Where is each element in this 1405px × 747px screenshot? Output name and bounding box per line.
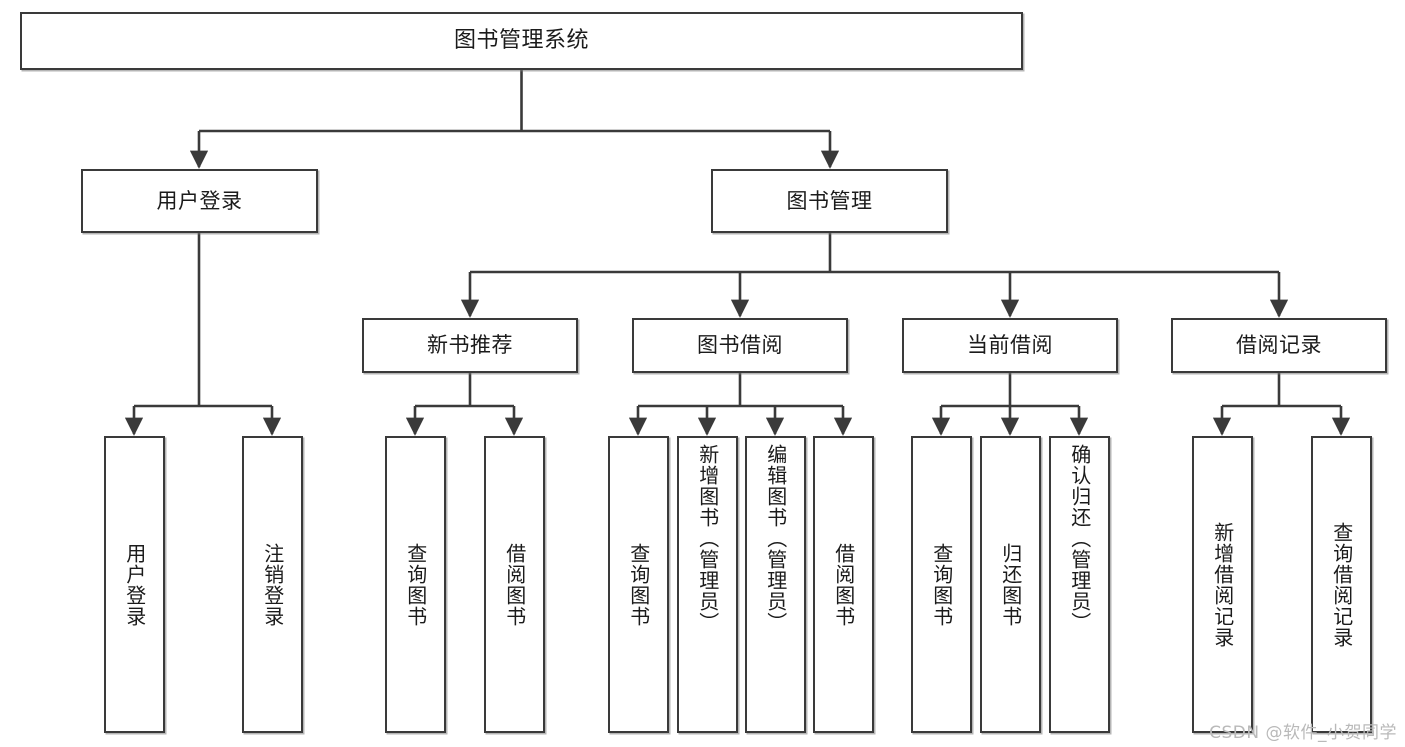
node-root-system[interactable]: 图书管理系统 [20, 12, 1023, 70]
node-new-book-recommend[interactable]: 新书推荐 [362, 318, 578, 373]
node-label: 查询图书 [626, 542, 651, 627]
node-leaf-borrow-book-1[interactable]: 借阅图书 [484, 436, 545, 733]
node-label: 新增借阅记录 [1210, 521, 1235, 648]
node-label: 新增图书（管理员） [695, 444, 720, 633]
node-label: 用户登录 [156, 188, 243, 213]
node-label: 借阅记录 [1236, 333, 1322, 358]
node-label: 注销登录 [260, 542, 285, 627]
node-label: 确认归还（管理员） [1067, 444, 1092, 633]
node-leaf-edit-book[interactable]: 编辑图书（管理员） [745, 436, 806, 733]
node-leaf-query-record[interactable]: 查询借阅记录 [1311, 436, 1372, 733]
node-label: 借阅图书 [831, 542, 856, 627]
node-leaf-confirm-return[interactable]: 确认归还（管理员） [1049, 436, 1110, 733]
csdn-watermark: CSDN @软件_小贺同学 [1209, 723, 1397, 743]
node-label: 图书管理 [786, 188, 873, 213]
node-book-manage[interactable]: 图书管理 [711, 169, 948, 233]
node-label: 查询图书 [929, 542, 954, 627]
node-leaf-query-book-2[interactable]: 查询图书 [608, 436, 669, 733]
node-label: 图书借阅 [697, 333, 783, 358]
node-book-borrow[interactable]: 图书借阅 [632, 318, 848, 373]
node-label: 当前借阅 [967, 333, 1053, 358]
node-user-login[interactable]: 用户登录 [81, 169, 318, 233]
node-leaf-query-book-3[interactable]: 查询图书 [911, 436, 972, 733]
node-current-borrow[interactable]: 当前借阅 [902, 318, 1118, 373]
node-label: 查询图书 [403, 542, 428, 627]
node-label: 图书管理系统 [453, 28, 589, 54]
node-leaf-add-record[interactable]: 新增借阅记录 [1192, 436, 1253, 733]
node-leaf-add-book[interactable]: 新增图书（管理员） [677, 436, 738, 733]
node-label: 查询借阅记录 [1329, 521, 1354, 648]
node-label: 新书推荐 [427, 333, 513, 358]
node-label: 归还图书 [998, 542, 1023, 627]
node-borrow-record[interactable]: 借阅记录 [1171, 318, 1387, 373]
node-label: 借阅图书 [502, 542, 527, 627]
node-leaf-query-book-1[interactable]: 查询图书 [385, 436, 446, 733]
node-label: 编辑图书（管理员） [763, 444, 788, 633]
node-leaf-return-book[interactable]: 归还图书 [980, 436, 1041, 733]
node-leaf-logout[interactable]: 注销登录 [242, 436, 303, 733]
node-leaf-user-login[interactable]: 用户登录 [104, 436, 165, 733]
node-label: 用户登录 [122, 542, 147, 627]
node-leaf-borrow-book-2[interactable]: 借阅图书 [813, 436, 874, 733]
